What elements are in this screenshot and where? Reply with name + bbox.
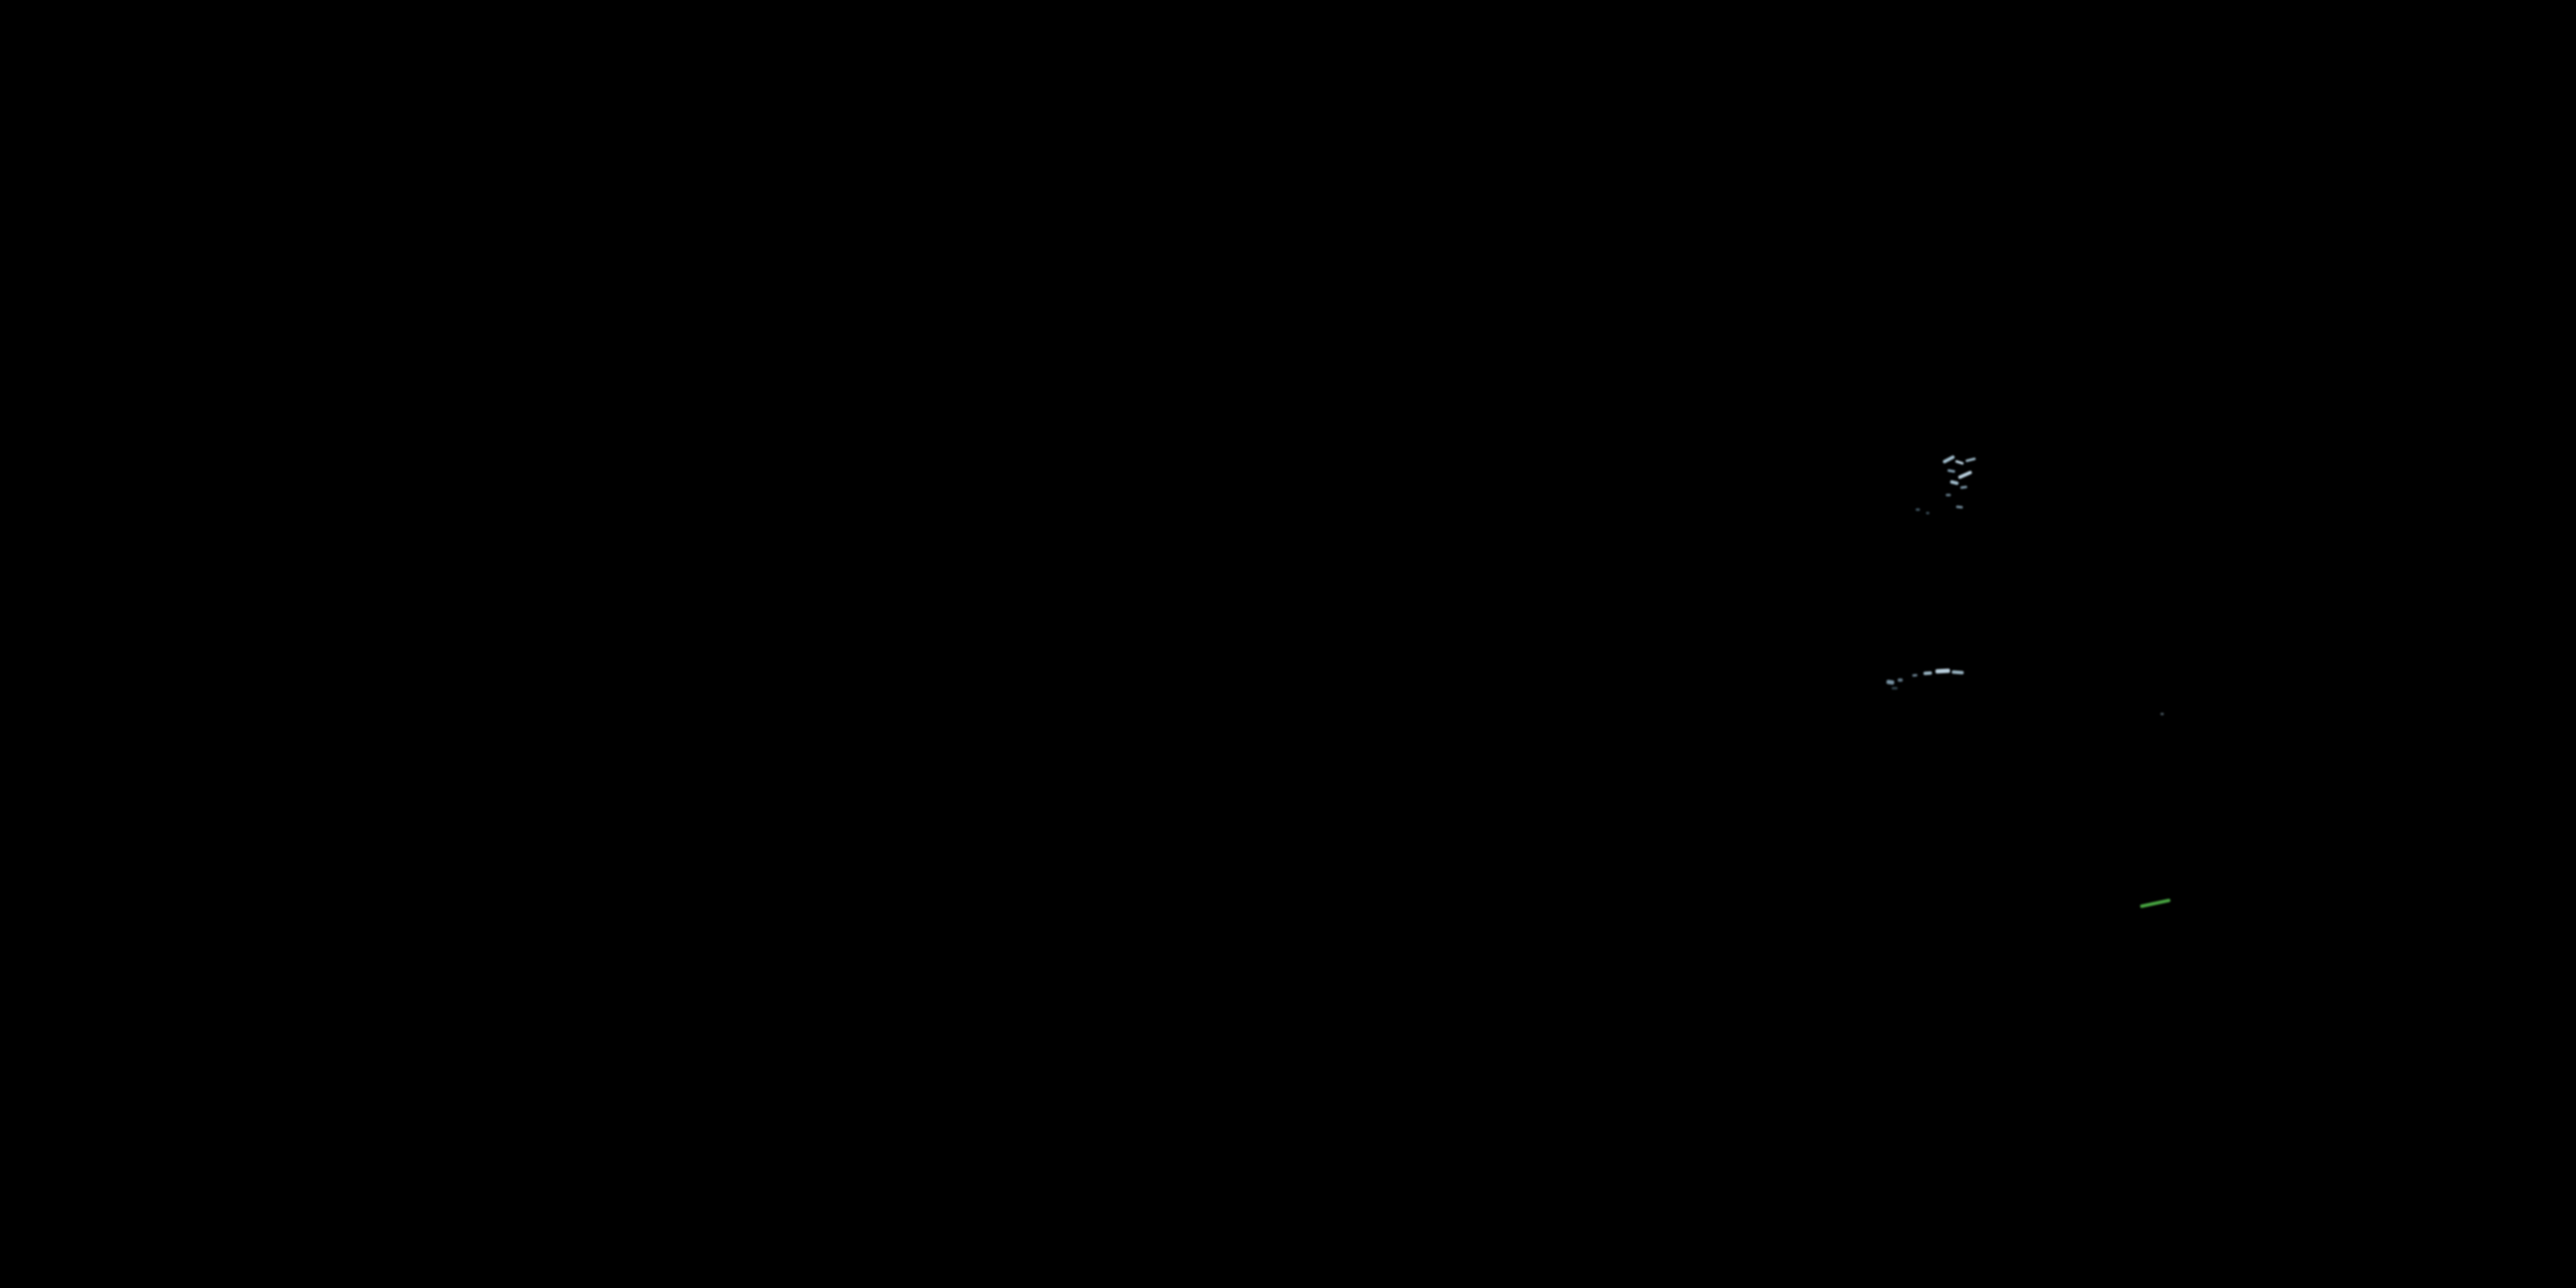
blue-row-fleck xyxy=(1886,679,1895,685)
blue-row-fleck xyxy=(1923,671,1933,676)
tiny-speck xyxy=(2160,713,2164,715)
blue-fleck-cluster-stroke xyxy=(1947,469,1956,473)
blue-fleck-cluster-stroke xyxy=(1965,457,1977,463)
blue-fleck-cluster-stroke xyxy=(1955,505,1964,509)
blue-fleck-cluster-stroke xyxy=(1949,479,1959,486)
blue-row-fleck xyxy=(1951,670,1965,675)
blue-fleck-dim-dot xyxy=(1926,512,1929,514)
blue-fleck-cluster-stroke xyxy=(1959,485,1968,489)
blue-row-fleck xyxy=(1911,673,1918,677)
blue-row-fleck xyxy=(1892,687,1898,690)
blue-row-fleck xyxy=(1935,668,1951,674)
blue-fleck-cluster-stroke xyxy=(1946,494,1951,496)
blue-fleck-dim-dot xyxy=(1916,508,1920,511)
blue-fleck-cluster-stroke xyxy=(1954,459,1965,465)
green-streak xyxy=(2139,898,2172,908)
blue-fleck-cluster-stroke xyxy=(1957,470,1973,480)
blue-row-fleck xyxy=(1898,678,1903,682)
blue-fleck-cluster-stroke xyxy=(1941,454,1956,465)
